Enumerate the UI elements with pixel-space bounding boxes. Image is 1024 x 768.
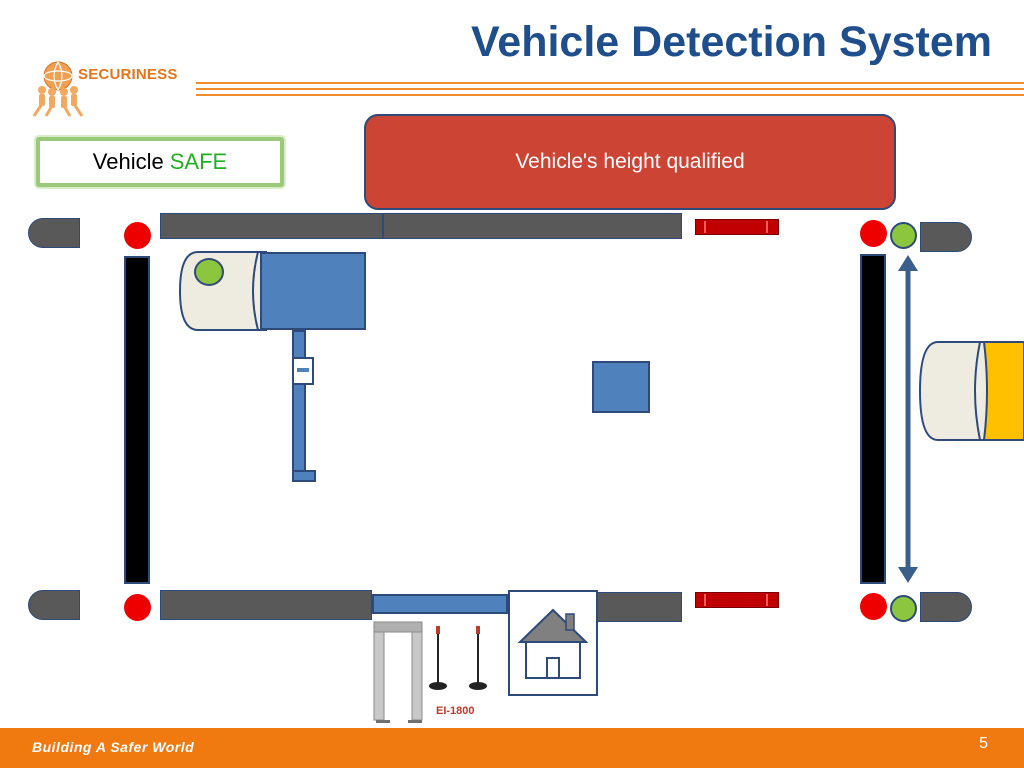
status-prefix: Vehicle: [92, 149, 164, 174]
house-icon: [517, 608, 589, 679]
vertical-double-arrow-icon: [898, 255, 918, 583]
vehicle-status-box: Vehicle SAFE: [36, 137, 284, 187]
company-logo: [28, 58, 208, 118]
footer-bar: [0, 728, 1024, 768]
entry-post-bottom-left: [28, 590, 80, 620]
signal-light-red-top-right: [860, 220, 887, 247]
stanchion-icon-2: [469, 626, 487, 690]
globe-people-icon: [32, 61, 84, 117]
footer-slogan: Building A Safer World: [32, 739, 195, 755]
barrier-top: [160, 213, 682, 239]
center-detector-block: [592, 361, 650, 413]
signal-light-red-top-left: [124, 222, 151, 249]
barrier-bottom-right: [596, 592, 682, 622]
signal-light-red-bottom-right: [860, 593, 887, 620]
signal-light-red-bottom-left: [124, 594, 151, 621]
left-wall: [124, 256, 150, 584]
stanchion-icon-1: [429, 626, 447, 690]
page-number: 5: [979, 735, 988, 752]
walk-through-metal-detector-icon: [373, 621, 423, 723]
status-state: SAFE: [169, 149, 228, 174]
header-stripe-3: [196, 94, 1024, 96]
gate-arm-bottom: [372, 594, 508, 614]
scanner-arm-foot: [292, 470, 316, 482]
barrier-top-divider: [382, 213, 384, 239]
barrier-bottom-left: [160, 590, 372, 620]
vehicle: [918, 341, 1024, 441]
scanner-housing: [178, 251, 267, 331]
sensor-strip-top: [695, 219, 779, 235]
signal-light-green-bottom-right: [890, 595, 917, 622]
message-text: Vehicle's height qualified: [515, 150, 745, 173]
entry-post-bottom-right: [920, 592, 972, 622]
entry-post-top-left: [28, 218, 80, 248]
header-stripe-2: [196, 88, 1024, 90]
right-wall: [860, 254, 886, 584]
scanner-arm-joint: [292, 357, 314, 385]
signal-light-green-top-right: [890, 222, 917, 249]
detector-model-label: EI-1800: [436, 705, 475, 717]
logo-wordmark: SECURINESS: [78, 66, 178, 83]
slide-title: Vehicle Detection System: [471, 18, 992, 66]
scanner-arm: [292, 330, 306, 478]
guard-house-box: [508, 590, 598, 696]
scanner-status-light-green: [194, 258, 224, 286]
entry-post-top-right: [920, 222, 972, 252]
sensor-strip-bottom: [695, 592, 779, 608]
height-check-message: Vehicle's height qualified: [364, 114, 896, 210]
scanner-head-block: [260, 252, 366, 330]
header-stripe-1: [196, 82, 1024, 84]
